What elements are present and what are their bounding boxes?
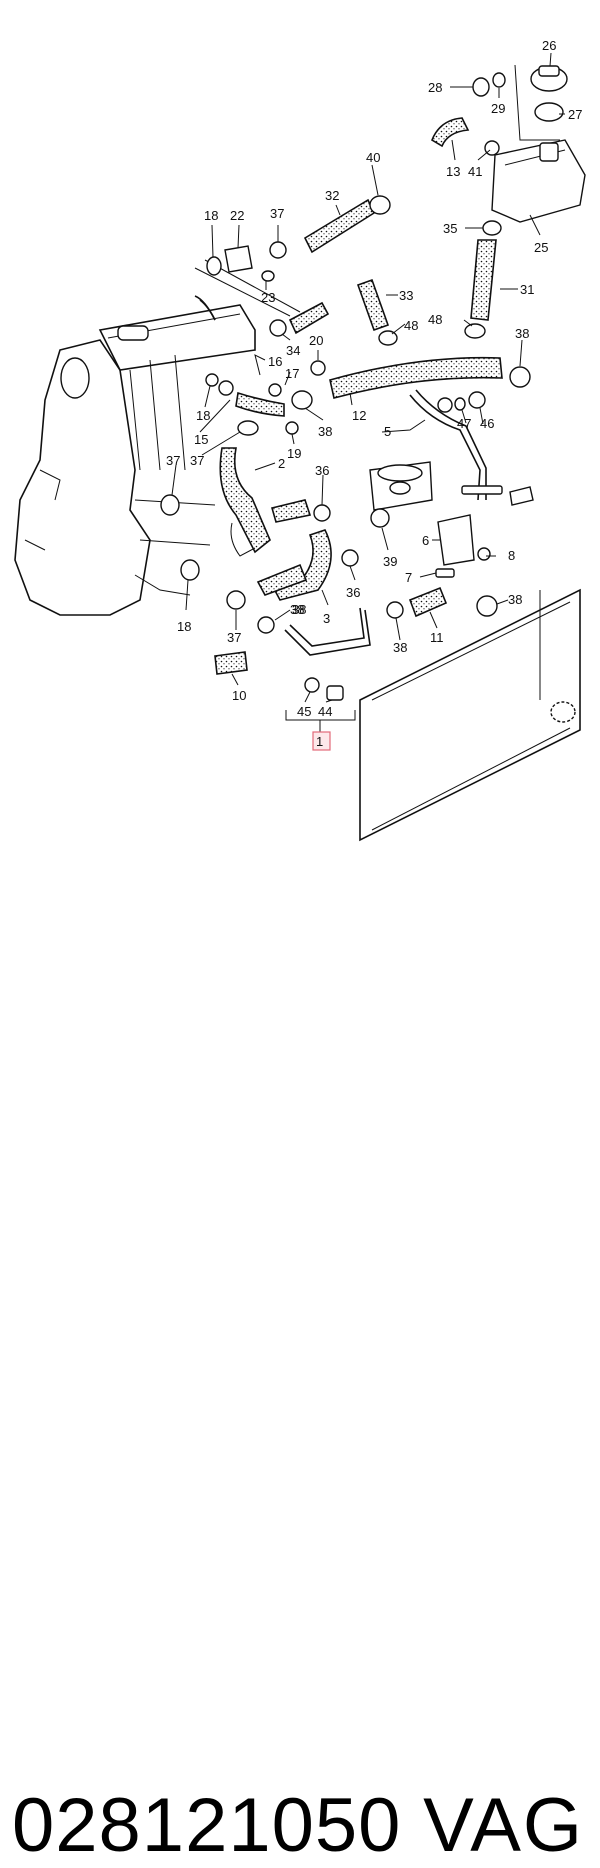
callout-2: 2 [278,456,285,471]
callout-36a: 36 [315,463,329,478]
callout-22: 22 [230,208,244,223]
callout-48a: 48 [428,312,442,327]
callout-11: 11 [430,630,444,645]
callout-46: 46 [480,416,494,431]
callout-17: 17 [285,366,299,381]
clamps-and-small-parts [160,140,531,701]
callout-33: 33 [399,288,413,303]
callout-48b: 48 [404,318,418,333]
callout-28: 28 [428,80,442,95]
callout-39: 39 [383,554,397,569]
callout-1: 1 [316,734,323,749]
callout-37d: 37 [227,630,241,645]
callout-38a: 38 [515,326,529,341]
expansion-tank [472,64,586,223]
callout-38d: 38 [393,640,407,655]
callout-19: 19 [287,446,301,461]
callout-41: 41 [468,164,482,179]
callout-37a: 37 [270,206,284,221]
pipes-and-fittings [194,245,534,656]
part-number: 028121050 [12,1783,402,1868]
callout-34: 34 [286,343,300,358]
callout-40: 40 [366,150,380,165]
engine-block [14,304,256,616]
callout-29: 29 [491,101,505,116]
callout-23: 23 [261,290,275,305]
callout-12: 12 [352,408,366,423]
callout-45: 45 [297,704,311,719]
callout-5: 5 [384,424,391,439]
callout-37b: 37 [190,453,204,468]
callout-32: 32 [325,188,339,203]
callout-47: 47 [457,416,471,431]
callout-38e: 38 [508,592,522,607]
callout-44: 44 [318,704,332,719]
leader-lines [171,52,565,733]
highlighted-callout-box [312,731,331,751]
callout-38b: 38 [318,424,332,439]
callout-13: 13 [446,164,460,179]
callout-18c: 18 [177,619,191,634]
callout-31: 31 [520,282,534,297]
callout-6: 6 [422,533,429,548]
callout-15: 15 [194,432,208,447]
callout-25: 25 [534,240,548,255]
callout-10: 10 [232,688,246,703]
brand-name: VAG [423,1783,584,1868]
callout-35: 35 [443,221,457,236]
callout-38f: 38 [292,602,306,617]
callout-26: 26 [542,38,556,53]
callout-labels: 1 2 3 5 6 7 8 10 11 12 13 15 16 17 18 18… [166,38,582,751]
callout-7: 7 [405,570,412,585]
callout-18b: 18 [196,408,210,423]
callout-3: 3 [323,611,330,626]
callout-16: 16 [268,354,282,369]
hoses [194,117,503,675]
footer: 028121050 VAG [0,888,600,1864]
coolant-system-exploded-diagram: 1 2 3 5 6 7 8 10 11 12 13 15 16 17 18 18… [14,38,586,842]
callout-36b: 36 [346,585,360,600]
callout-8: 8 [508,548,515,563]
callout-38c: 38 [290,602,304,617]
callout-27: 27 [568,107,582,122]
callout-18a: 18 [204,208,218,223]
callout-20: 20 [309,333,323,348]
callout-37c: 37 [166,453,180,468]
radiator [359,588,581,842]
